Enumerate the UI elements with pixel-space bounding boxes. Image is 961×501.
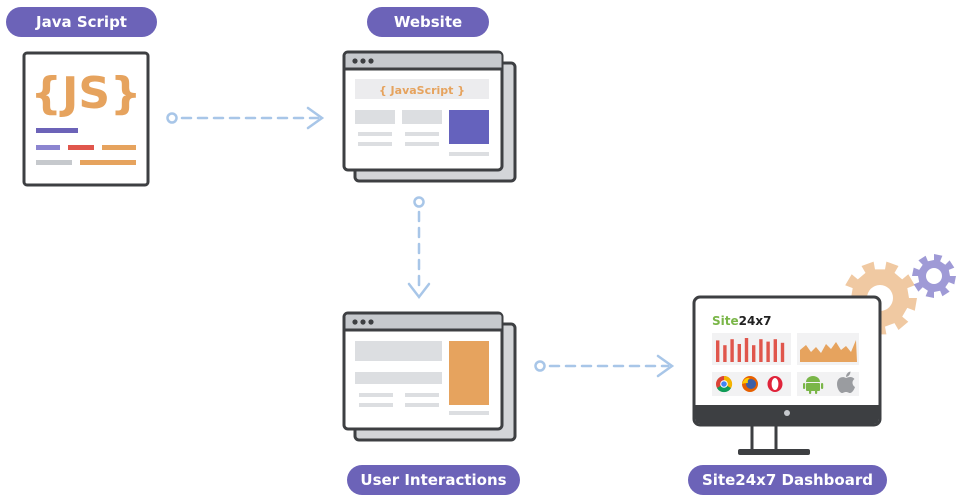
power-button — [784, 410, 790, 416]
code-line — [68, 145, 94, 150]
dashboard-bar — [737, 344, 741, 362]
arrow-website-to-interactions — [407, 196, 431, 300]
javascript-banner: { JavaScript } — [379, 84, 465, 97]
android-icon — [803, 376, 824, 394]
code-line — [36, 145, 60, 150]
dashboard-bar — [730, 339, 734, 362]
opera-icon — [767, 376, 783, 392]
area-chart — [800, 340, 857, 362]
gear-icon — [912, 254, 956, 298]
label-javascript: Java Script — [6, 7, 157, 37]
website-window: { JavaScript } — [342, 50, 517, 183]
site24x7-logo: Site24x7 — [712, 314, 771, 328]
label-user-interactions: User Interactions — [347, 465, 520, 495]
code-line — [36, 128, 78, 133]
dashboard-bar — [759, 339, 763, 362]
bar-chart — [716, 338, 785, 362]
dashboard-bar — [716, 340, 720, 362]
dashboard-bar — [723, 345, 727, 362]
apple-icon — [837, 371, 855, 393]
site24x7-dashboard-monitor: Site24x7 — [692, 295, 882, 455]
user-interactions-window — [342, 311, 517, 442]
arrow-js-to-website — [166, 106, 325, 130]
arrow-interactions-to-dashboard — [534, 354, 675, 378]
code-line — [102, 145, 136, 150]
label-website: Website — [367, 7, 489, 37]
js-logo: {JS} — [31, 68, 142, 119]
code-line — [36, 160, 72, 165]
code-line — [80, 160, 136, 165]
label-site24x7-dashboard: Site24x7 Dashboard — [688, 465, 887, 495]
javascript-document: {JS} — [22, 51, 150, 187]
chrome-icon — [716, 375, 733, 393]
firefox-icon — [742, 376, 758, 392]
dashboard-bar — [744, 338, 749, 362]
dashboard-bar — [773, 339, 777, 362]
dashboard-bar — [766, 341, 770, 362]
dashboard-bar — [780, 342, 785, 362]
dashboard-bar — [752, 345, 756, 362]
